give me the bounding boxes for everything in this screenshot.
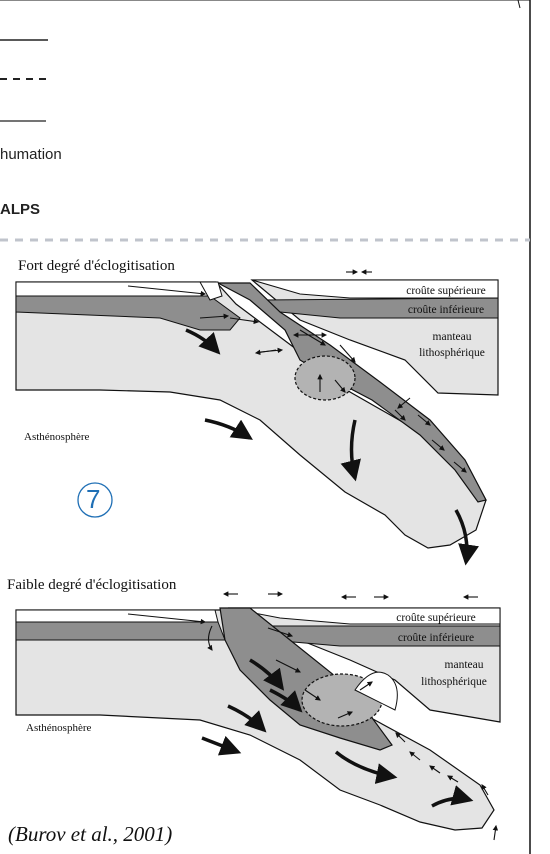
panel-bottom-diagram [16, 594, 500, 840]
top-exhumation-zone [295, 356, 355, 400]
top-label-mantle-1: manteau [433, 331, 472, 343]
legend-item-exhumation: humation [0, 146, 62, 163]
bottom-label-mantle-2: lithosphérique [421, 676, 487, 688]
panel-top-title: Fort degré d'éclogitisation [18, 258, 175, 275]
marker-number: 7 [86, 484, 100, 515]
bottom-lower-crust-left [16, 622, 225, 640]
bottom-label-mantle-1: manteau [445, 659, 484, 671]
top-label-mantle-2: lithosphérique [419, 347, 485, 359]
bottom-label-asthenosphere: Asthénosphère [26, 722, 91, 734]
top-label-asthenosphere: Asthénosphère [24, 431, 89, 443]
bottom-label-lower-crust: croûte inférieure [398, 632, 474, 644]
citation: (Burov et al., 2001) [8, 822, 172, 847]
legend-section-title: ALPS [0, 201, 40, 218]
bottom-label-upper-crust: croûte supérieure [396, 612, 476, 624]
panel-bottom-title: Faible degré d'éclogitisation [7, 577, 176, 594]
top-label-upper-crust: croûte supérieure [406, 285, 486, 297]
top-label-lower-crust: croûte inférieure [408, 304, 484, 316]
